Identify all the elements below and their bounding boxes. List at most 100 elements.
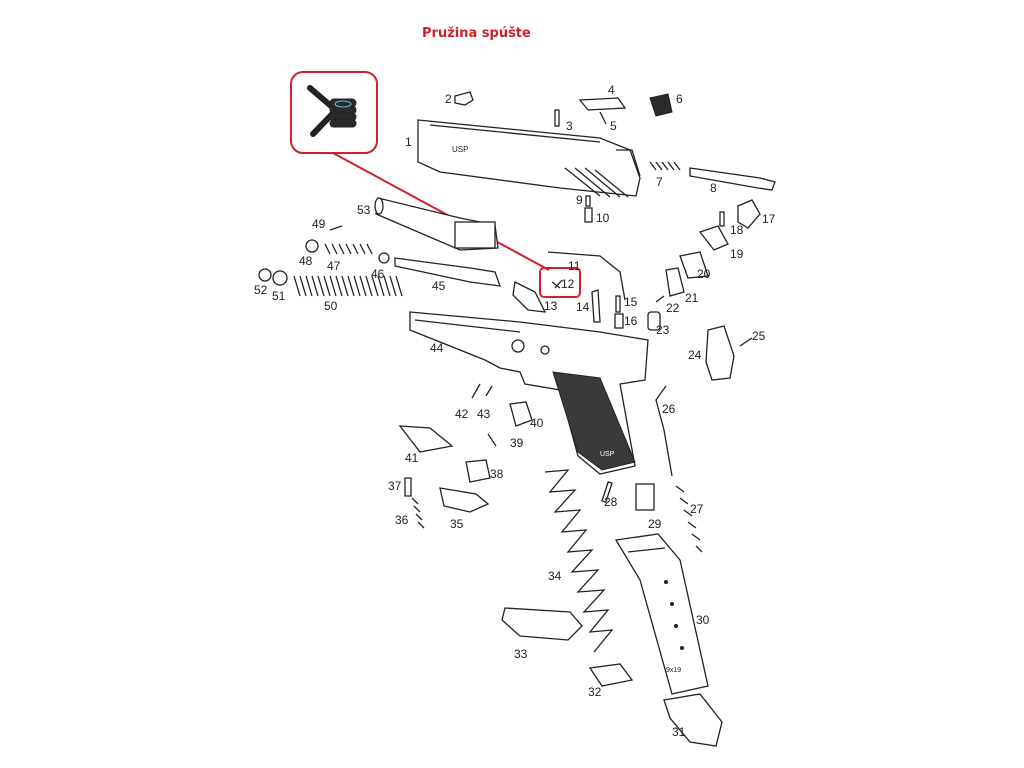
callout-label: 16 bbox=[624, 314, 638, 328]
part-13 bbox=[512, 281, 547, 313]
callout-label: 37 bbox=[388, 479, 402, 493]
part-4 bbox=[578, 97, 627, 111]
part-47 bbox=[324, 243, 373, 255]
callout-label: 42 bbox=[455, 407, 469, 421]
callout-label: 20 bbox=[697, 267, 711, 281]
part-48 bbox=[305, 239, 319, 253]
part-20 bbox=[679, 251, 709, 279]
frame-part bbox=[409, 311, 649, 475]
slide-engraving: USP bbox=[452, 145, 468, 154]
part-51 bbox=[272, 270, 288, 286]
callout-label: 33 bbox=[514, 647, 528, 661]
callout-label: 6 bbox=[676, 92, 683, 106]
callout-label: 9 bbox=[576, 193, 583, 207]
part-22 bbox=[655, 295, 665, 303]
part-8 bbox=[689, 167, 776, 191]
part-33 bbox=[501, 607, 583, 641]
callout-label: 11 bbox=[568, 259, 581, 273]
callout-label: 52 bbox=[254, 283, 268, 297]
callout-label: 10 bbox=[596, 211, 610, 225]
part-23 bbox=[647, 311, 661, 331]
part-5 bbox=[599, 111, 607, 125]
part-28 bbox=[601, 481, 613, 503]
part-45 bbox=[394, 257, 501, 287]
magazine-engraving: 9x19 bbox=[666, 667, 681, 674]
part-24 bbox=[705, 325, 735, 381]
zoom-inset bbox=[290, 71, 378, 154]
part-3 bbox=[554, 109, 560, 127]
callout-label: 24 bbox=[688, 348, 702, 362]
callout-label: 25 bbox=[752, 329, 766, 343]
part-27 bbox=[675, 485, 703, 553]
callout-label: 4 bbox=[608, 83, 615, 97]
callout-label: 53 bbox=[357, 203, 371, 217]
part-10 bbox=[584, 207, 593, 223]
part-46 bbox=[378, 252, 390, 264]
callout-label: 21 bbox=[685, 291, 699, 305]
callout-label: 47 bbox=[327, 259, 341, 273]
part-49 bbox=[329, 225, 343, 231]
callout-label: 51 bbox=[272, 289, 286, 303]
part-41 bbox=[398, 425, 454, 453]
part-19 bbox=[698, 225, 729, 251]
part-15 bbox=[615, 295, 621, 313]
part-40 bbox=[509, 401, 533, 427]
callout-label: 12 bbox=[561, 277, 575, 291]
part-12-highlight bbox=[539, 267, 581, 298]
magazine-part bbox=[614, 533, 709, 695]
callout-label: 30 bbox=[696, 613, 710, 627]
callout-label: 15 bbox=[624, 295, 638, 309]
callout-label: 1 bbox=[405, 135, 412, 149]
part-32 bbox=[588, 663, 634, 687]
callout-label: 38 bbox=[490, 467, 504, 481]
part-31 bbox=[663, 693, 723, 747]
part-29 bbox=[635, 483, 655, 511]
trigger-spring-zoom bbox=[307, 85, 357, 137]
part-42 bbox=[471, 383, 481, 399]
part-9 bbox=[585, 195, 591, 207]
callout-label: 7 bbox=[656, 175, 663, 189]
callout-label: 39 bbox=[510, 436, 524, 450]
part-52 bbox=[258, 268, 272, 282]
leader-line bbox=[332, 152, 550, 271]
callout-label: 31 bbox=[672, 725, 686, 739]
part-38 bbox=[465, 459, 491, 483]
callout-label: 36 bbox=[395, 513, 409, 527]
diagram-title: Pružina spúšte bbox=[422, 26, 531, 41]
callout-label: 27 bbox=[690, 502, 704, 516]
callout-label: 2 bbox=[445, 92, 452, 106]
callout-label: 44 bbox=[430, 341, 444, 355]
part-37 bbox=[404, 477, 412, 497]
part-17 bbox=[737, 199, 761, 229]
callout-label: 5 bbox=[610, 119, 617, 133]
grip-engraving: USP bbox=[600, 451, 615, 458]
part-25 bbox=[739, 337, 753, 347]
part-35 bbox=[439, 487, 490, 513]
part-2 bbox=[454, 91, 474, 106]
callout-label: 45 bbox=[432, 279, 446, 293]
part-36 bbox=[411, 497, 425, 529]
part-18 bbox=[719, 211, 725, 227]
callout-label: 26 bbox=[662, 402, 676, 416]
callout-label: 28 bbox=[604, 495, 618, 509]
callout-label: 17 bbox=[762, 212, 776, 226]
slide-part bbox=[417, 119, 641, 198]
part-26 bbox=[655, 385, 673, 477]
callout-label: 48 bbox=[299, 254, 313, 268]
callout-label: 49 bbox=[312, 217, 326, 231]
callout-label: 34 bbox=[548, 569, 562, 583]
callout-label: 22 bbox=[666, 301, 680, 315]
callout-label: 46 bbox=[371, 267, 385, 281]
callout-label: 13 bbox=[544, 299, 558, 313]
part-39 bbox=[487, 433, 497, 447]
part-43 bbox=[485, 385, 493, 397]
callout-label: 32 bbox=[588, 685, 602, 699]
callout-label: 29 bbox=[648, 517, 662, 531]
callout-label: 35 bbox=[450, 517, 464, 531]
part-34 bbox=[544, 469, 614, 653]
callout-label: 18 bbox=[730, 223, 744, 237]
part-7 bbox=[649, 161, 681, 171]
callout-label: 40 bbox=[530, 416, 544, 430]
part-50 bbox=[293, 275, 403, 297]
